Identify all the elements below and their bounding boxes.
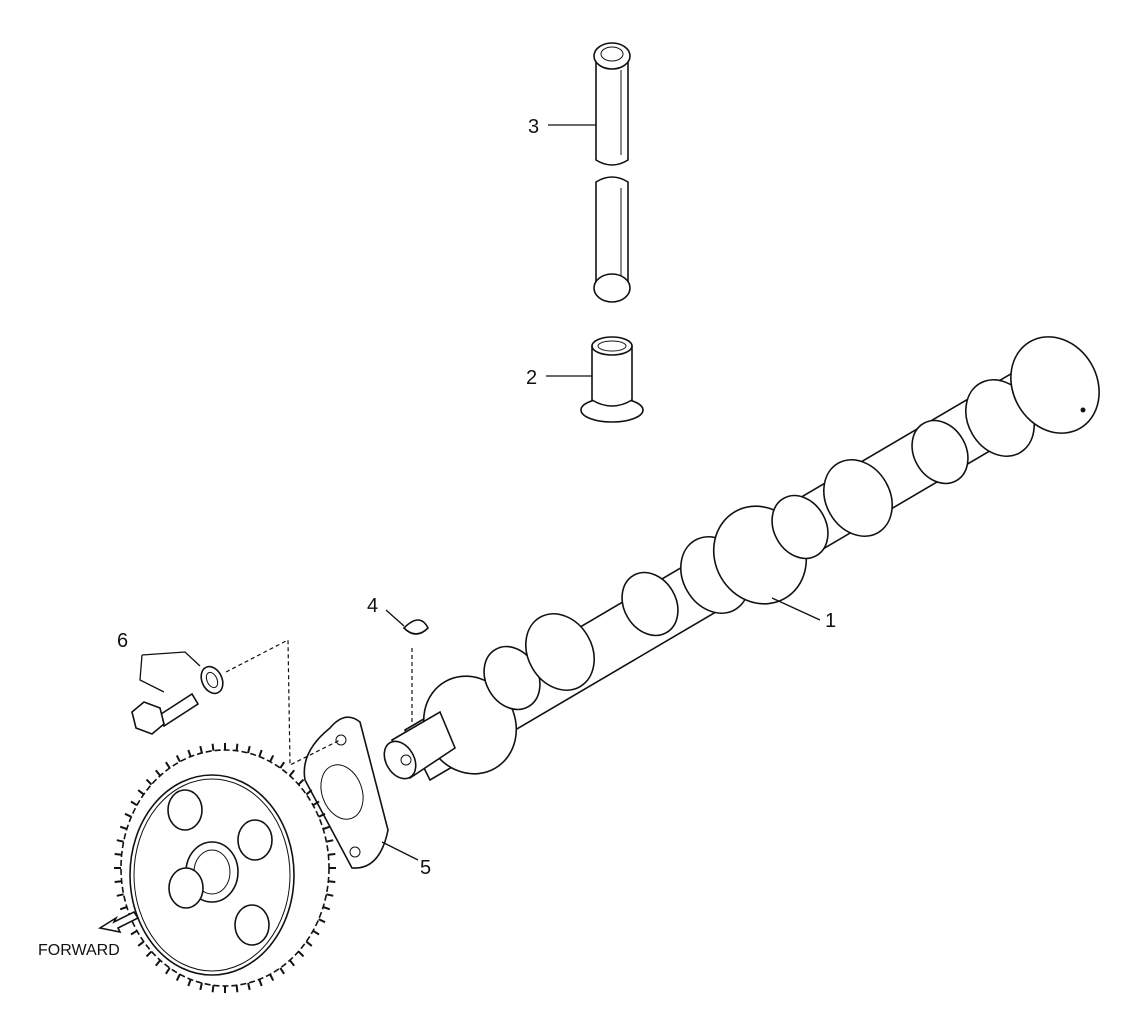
gear-tooth — [137, 940, 145, 947]
gear-tooth — [114, 853, 122, 856]
gear-tooth — [279, 967, 285, 975]
woodruff-key — [402, 619, 429, 635]
gear-tooth — [119, 825, 128, 830]
leader-lines — [139, 124, 821, 861]
thrust-plate — [303, 716, 389, 869]
gear-tooth — [165, 761, 171, 769]
gear-tooth — [211, 985, 215, 993]
gear-tooth — [289, 769, 295, 777]
gear-tooth — [322, 825, 331, 830]
gear-tooth — [279, 761, 285, 769]
gear-tooth — [328, 853, 336, 856]
gear-tooth — [114, 880, 122, 883]
gear-tooth — [297, 778, 305, 786]
bolt-washer — [131, 665, 224, 735]
gear-tooth — [187, 979, 192, 987]
gear-tooth — [145, 950, 153, 958]
callout-4: 4 — [367, 595, 378, 617]
gear-tooth — [199, 745, 203, 754]
gear-tooth — [312, 929, 320, 936]
callout-1: 1 — [825, 610, 836, 632]
gear-tooth — [211, 743, 215, 751]
callout-5: 5 — [420, 857, 431, 879]
gear-tooth — [116, 839, 124, 843]
callout-6: 6 — [117, 630, 128, 652]
callout-2: 2 — [526, 367, 537, 389]
gear-tooth — [247, 982, 251, 991]
forward-arrow-icon — [97, 910, 140, 934]
gear-tooth — [175, 973, 181, 982]
gear-tooth — [187, 749, 192, 757]
gear-tooth — [328, 880, 336, 883]
gear-tooth — [155, 769, 161, 777]
gear-tooth — [305, 940, 313, 947]
gear-tooth — [322, 906, 331, 911]
gear-tooth — [312, 800, 320, 807]
gear-tooth — [289, 959, 295, 967]
gear-tooth — [145, 778, 153, 786]
gear-tooth — [318, 918, 326, 924]
camshaft-gear — [114, 743, 336, 993]
gear-tooth — [130, 929, 138, 936]
gear-tooth — [235, 985, 239, 993]
gear-tooth — [247, 745, 251, 754]
gear-tooth — [305, 789, 313, 796]
gear-tooth — [297, 950, 305, 958]
gear-tooth — [326, 893, 334, 897]
gear-tooth — [199, 982, 203, 991]
gear-tooth — [116, 893, 124, 897]
gear-tooth — [124, 812, 132, 818]
gear-tooth — [119, 906, 128, 911]
gear-tooth — [137, 789, 145, 796]
assembly-guide-lines — [225, 639, 413, 766]
forward-label: FORWARD — [38, 942, 120, 959]
gear-tooth — [130, 800, 138, 807]
gear-tooth — [235, 743, 239, 751]
gear-tooth — [175, 754, 181, 763]
callout-3: 3 — [528, 116, 539, 138]
tappet — [580, 336, 644, 423]
gear-tooth — [326, 839, 334, 843]
gear-tooth — [269, 973, 275, 982]
gear-tooth — [318, 812, 326, 818]
gear-tooth — [258, 979, 263, 987]
camshaft — [383, 336, 1100, 782]
push-rod — [593, 42, 631, 303]
gear-tooth — [269, 754, 275, 763]
gear-tooth — [258, 749, 263, 757]
gear-tooth — [155, 959, 161, 967]
gear-tooth — [165, 967, 171, 975]
